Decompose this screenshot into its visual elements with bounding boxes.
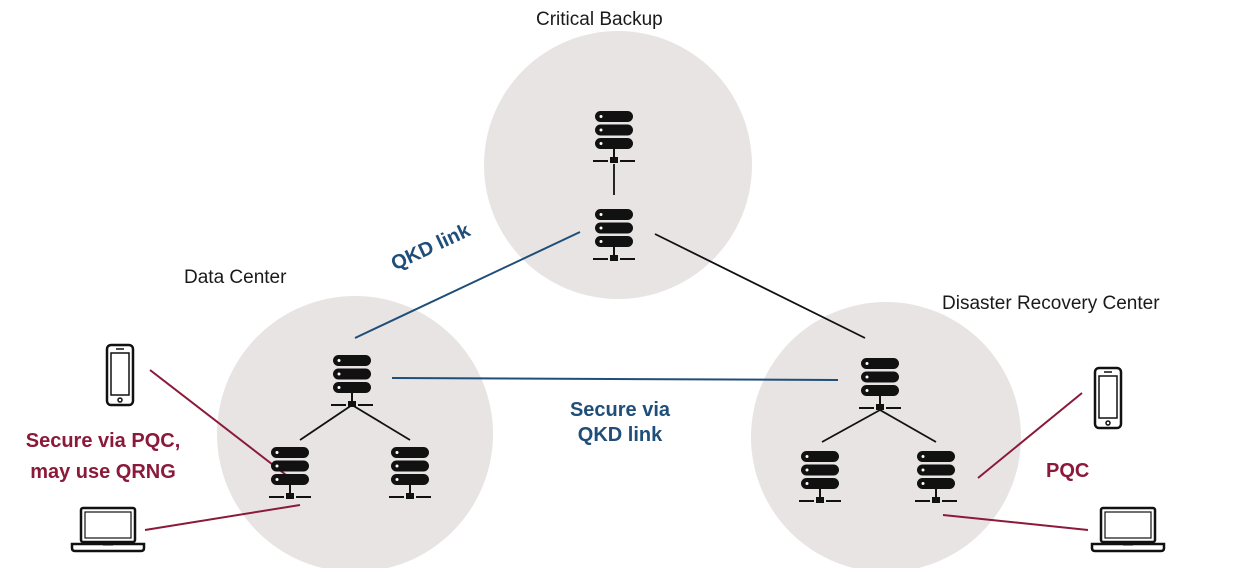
backup-dr-link-line: [654, 233, 866, 339]
secure-qkd-link-line: [391, 377, 839, 381]
pqc-laptop-link-right: [942, 514, 1089, 531]
secure-qkd-line2: QKD link: [577, 424, 663, 446]
disaster-recovery-label: Disaster Recovery Center: [942, 293, 1160, 314]
critical-backup-site: [484, 31, 752, 299]
pqc-phone-link-right: [977, 392, 1083, 479]
pqc-left-label: Secure via PQC, may use QRNG: [0, 426, 206, 488]
pqc-laptop-link-left: [144, 504, 301, 531]
secure-qkd-line1: Secure via: [569, 399, 671, 421]
pqc-phone-link-left: [149, 369, 291, 479]
dr-branch-right: [879, 409, 937, 443]
pqc-right-label: PQC: [1046, 460, 1090, 482]
secure-qkd-label: Secure via QKD link: [540, 398, 700, 448]
pqc-left-line1: Secure via PQC,: [25, 430, 181, 452]
data-center-label: Data Center: [184, 267, 287, 288]
qkd-link-line: [354, 231, 581, 339]
data-center-site: [217, 296, 493, 572]
laptop-icon: [1090, 506, 1166, 553]
laptop-icon: [70, 506, 146, 553]
phone-icon: [1093, 366, 1123, 430]
critical-backup-label: Critical Backup: [536, 9, 663, 30]
disaster-recovery-site: [751, 302, 1021, 572]
dc-branch-left: [299, 404, 353, 441]
dr-branch-left: [821, 409, 881, 443]
phone-icon: [105, 343, 135, 407]
dc-branch-right: [351, 404, 411, 441]
pqc-left-line2: may use QRNG: [30, 461, 176, 483]
